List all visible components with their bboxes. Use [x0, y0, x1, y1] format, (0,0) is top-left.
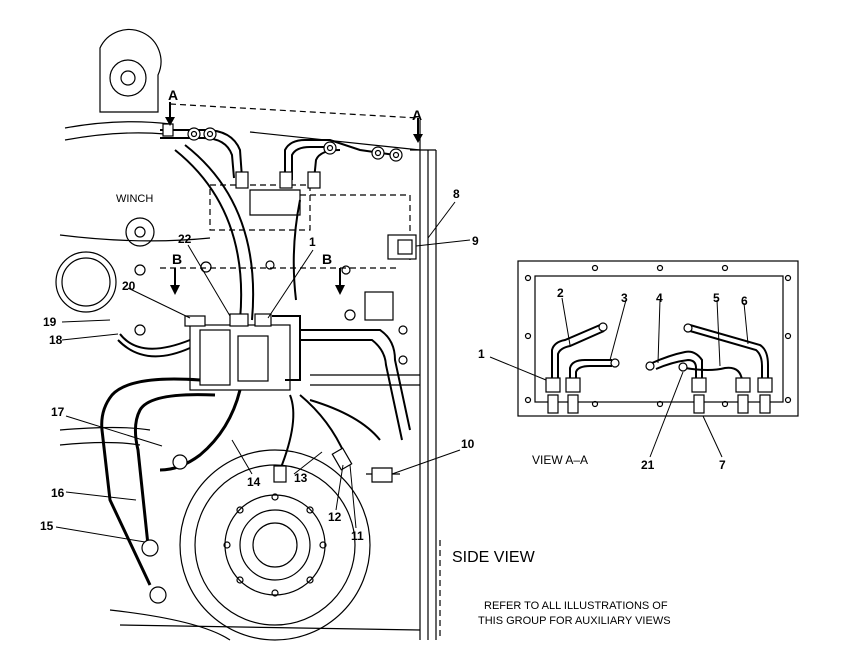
callout-16: 16 [51, 486, 65, 500]
callout-18: 18 [49, 333, 63, 347]
top-tube-assembly [160, 103, 419, 189]
callout-13: 13 [294, 471, 308, 485]
callout-20: 20 [122, 279, 136, 293]
refer-note-line-1: REFER TO ALL ILLUSTRATIONS OF [484, 600, 668, 612]
side-view-caption: SIDE VIEW [452, 549, 536, 566]
section-marker-a-left: A [165, 87, 178, 126]
winch-label: WINCH [116, 193, 153, 205]
callout-2: 2 [557, 286, 564, 300]
machine-outline [55, 28, 441, 641]
callout-6: 6 [741, 294, 748, 308]
callout-21: 21 [641, 458, 655, 472]
section-marker-b-left: B [170, 251, 182, 295]
callout-11: 11 [351, 529, 364, 543]
view-aa-panel [517, 260, 799, 417]
callout-5: 5 [713, 291, 720, 305]
section-marker-label: A [412, 107, 422, 123]
callout-15: 15 [40, 519, 54, 533]
callout-leaders [55, 201, 749, 543]
callout-19: 19 [43, 315, 57, 329]
callout-22: 22 [178, 232, 192, 246]
callout-4: 4 [656, 291, 663, 305]
section-marker-b-right: B [322, 251, 345, 295]
callout-3: 3 [621, 291, 628, 305]
section-marker-label: B [322, 251, 332, 267]
callout-9: 9 [472, 234, 479, 248]
refer-note-line-2: THIS GROUP FOR AUXILIARY VIEWS [478, 615, 671, 627]
section-marker-a-right: A [412, 107, 423, 143]
callout-10: 10 [461, 437, 475, 451]
view-aa-caption: VIEW A–A [532, 453, 588, 467]
callout-7: 7 [719, 458, 726, 472]
callout-labels: 8 9 22 1 20 19 18 10 11 12 13 14 17 16 1… [40, 187, 748, 543]
section-marker-label: A [168, 87, 178, 103]
callout-8: 8 [453, 187, 460, 201]
callout-14: 14 [247, 475, 261, 489]
section-marker-label: B [172, 251, 182, 267]
callout-1-view-aa: 1 [478, 347, 485, 361]
callout-17: 17 [51, 405, 65, 419]
callout-1: 1 [309, 235, 316, 249]
callout-12: 12 [328, 510, 342, 524]
